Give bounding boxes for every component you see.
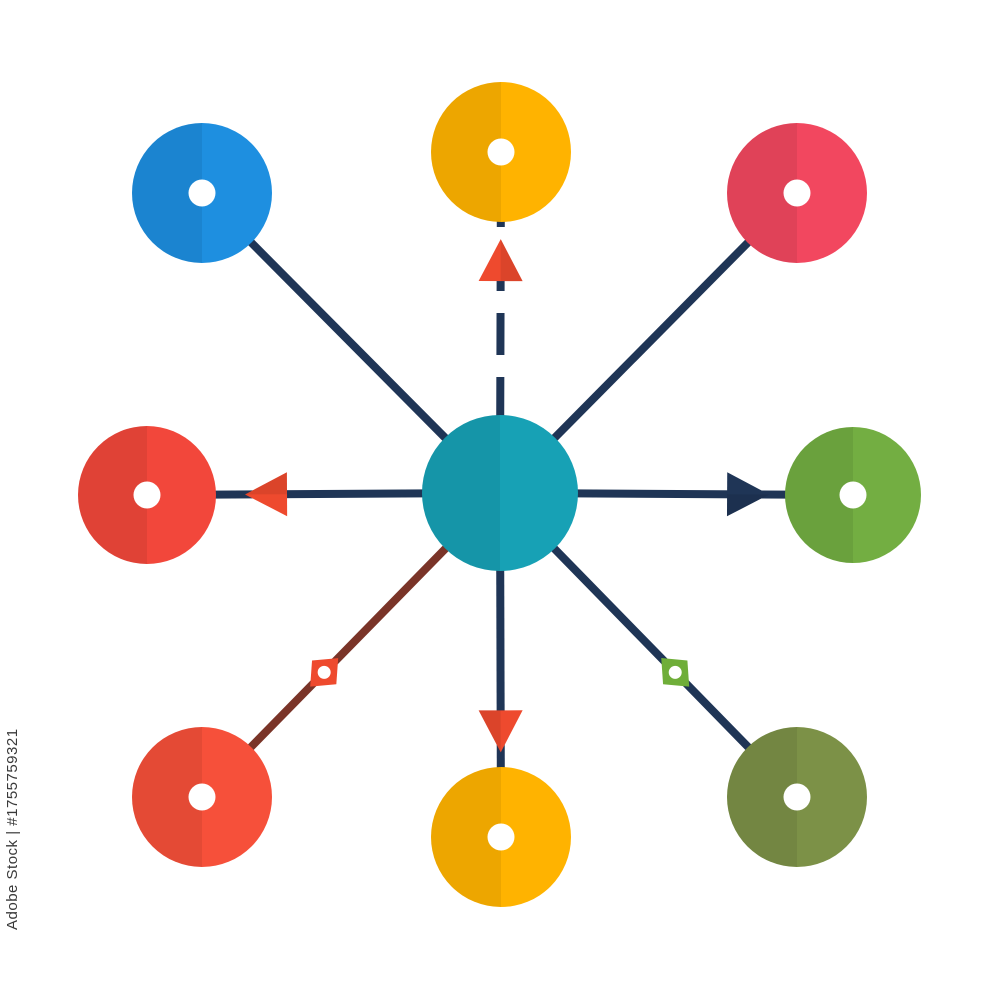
node-center-dot	[839, 481, 867, 509]
node-right	[785, 427, 921, 563]
node-center-dot	[487, 138, 515, 166]
node-center-dot	[133, 481, 161, 509]
connector-bottom-right	[548, 543, 754, 753]
node-left	[78, 426, 216, 564]
arrow-icon-top	[478, 239, 523, 282]
markers-layer	[245, 239, 770, 753]
connector-top-right	[549, 237, 754, 444]
node-top	[431, 82, 571, 222]
node-center-dot	[487, 823, 515, 851]
diamond-icon-bottom-right	[661, 658, 690, 687]
connector-top-left	[245, 237, 451, 444]
node-center-dot	[188, 783, 216, 811]
connector-left	[211, 489, 427, 499]
node-bottom	[431, 767, 571, 907]
arrow-icon-bottom	[478, 710, 523, 753]
hub-node	[422, 415, 578, 571]
node-bottom-left	[132, 727, 272, 867]
node-top-left	[132, 123, 272, 263]
node-center-dot	[783, 783, 811, 811]
stock-id-watermark: Adobe Stock | #1755759321	[4, 728, 21, 930]
connectors-layer	[211, 217, 790, 772]
arrow-icon-right	[726, 472, 770, 517]
node-top-right	[727, 123, 867, 263]
node-bottom-right	[727, 727, 867, 867]
diamond-icon-bottom-left	[310, 658, 339, 687]
node-center-dot	[188, 179, 216, 207]
connector-bottom-left	[245, 543, 452, 753]
node-center-dot	[783, 179, 811, 207]
arrow-icon-left	[245, 472, 288, 517]
nodes-layer	[78, 82, 921, 907]
